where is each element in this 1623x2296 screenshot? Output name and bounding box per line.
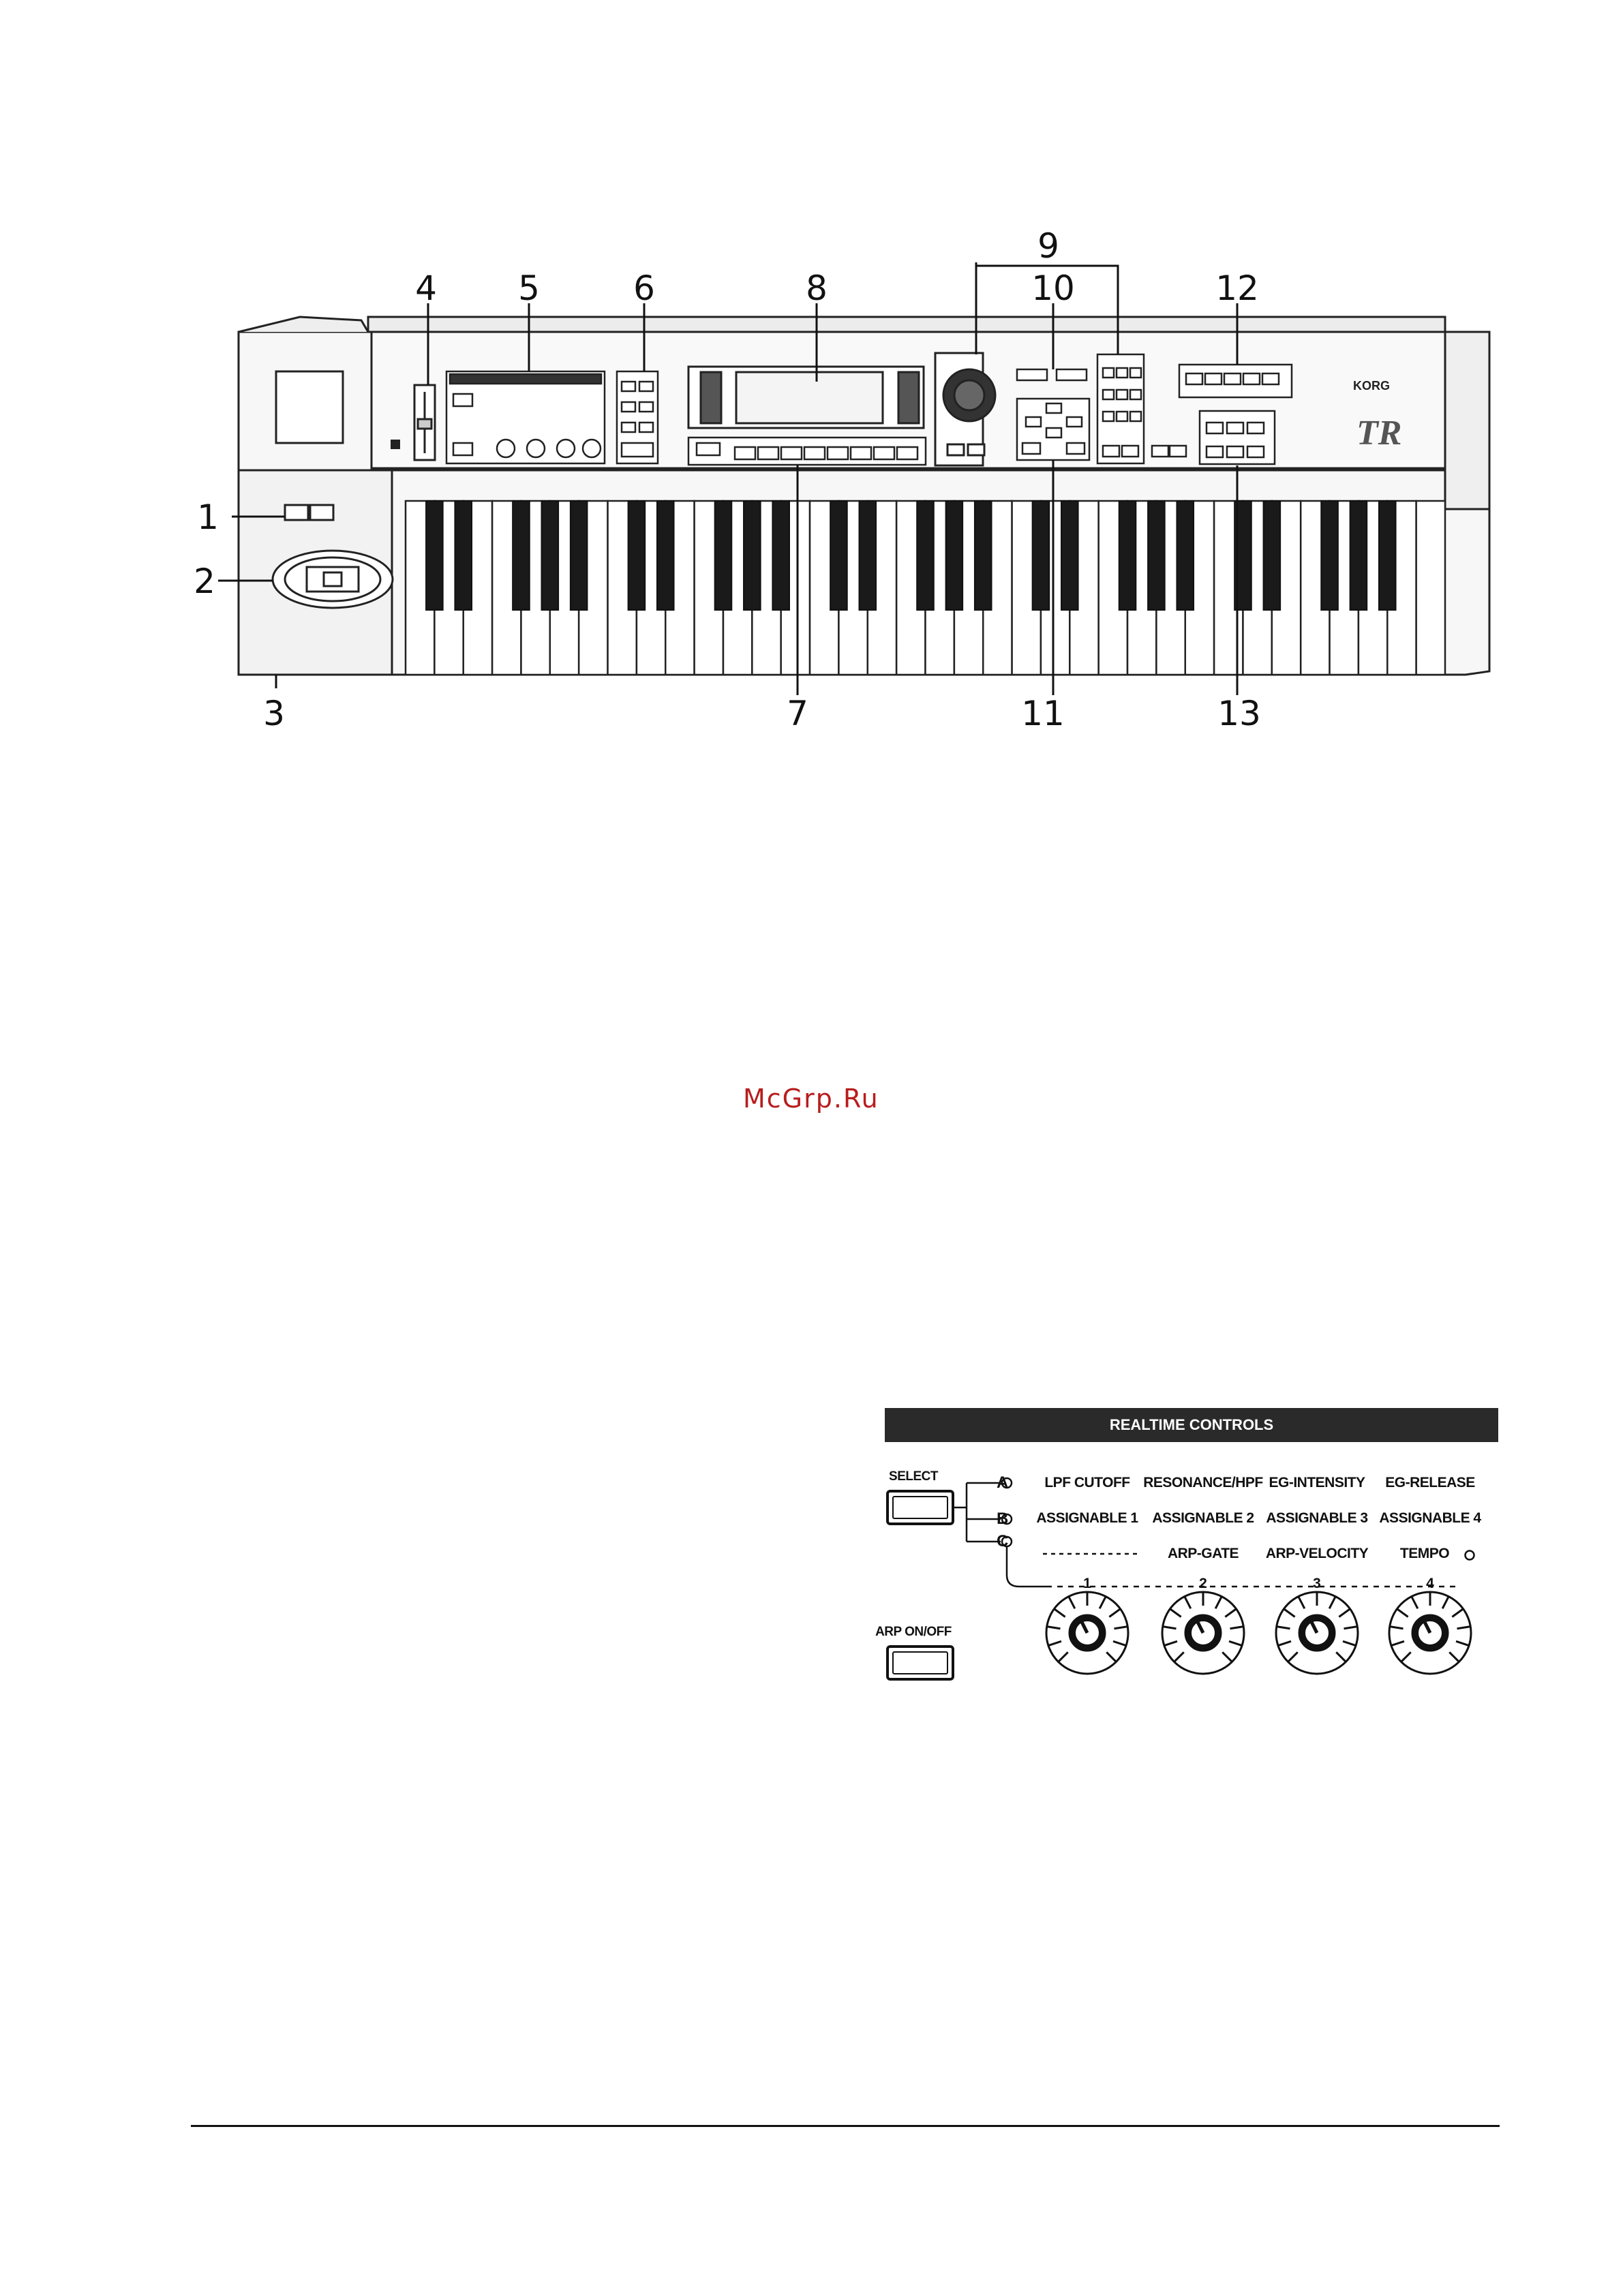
black-key <box>1033 501 1050 610</box>
black-key <box>1119 501 1136 610</box>
callout-13: 13 <box>1212 697 1266 731</box>
black-key <box>946 501 963 610</box>
black-key <box>513 501 530 610</box>
mode-buttons <box>617 371 658 463</box>
label-a1: LPF CUTOFF <box>1022 1475 1152 1491</box>
white-key <box>1416 501 1445 675</box>
track-buttons <box>688 438 926 465</box>
bank-buttons <box>1179 365 1292 397</box>
black-key <box>542 501 559 610</box>
black-key <box>1061 501 1078 610</box>
black-key <box>830 501 847 610</box>
label-b2: ASSIGNABLE 2 <box>1138 1510 1268 1527</box>
footer-rule <box>191 2125 1500 2127</box>
black-key <box>571 501 588 610</box>
model-logo: TR <box>1356 414 1401 453</box>
joystick <box>273 551 393 608</box>
realtime-panel-small <box>446 371 605 463</box>
octave-buttons <box>285 505 333 520</box>
callout-3: 3 <box>247 697 301 731</box>
black-key <box>744 501 761 610</box>
sequencer-buttons <box>1200 411 1275 464</box>
watermark: McGrp.Ru <box>743 1084 879 1114</box>
callout-7: 7 <box>770 697 825 731</box>
black-key <box>859 501 876 610</box>
label-a3: EG-INTENSITY <box>1252 1475 1382 1491</box>
black-key <box>1321 501 1338 610</box>
knob-number-1: 1 <box>1077 1576 1097 1592</box>
callout-1: 1 <box>181 500 235 534</box>
callout-4: 4 <box>399 271 453 305</box>
callout-5: 5 <box>502 271 556 305</box>
callout-12: 12 <box>1210 271 1264 305</box>
label-c2: ARP-GATE <box>1138 1546 1268 1562</box>
volume-slider <box>414 385 435 460</box>
row-c-letter: C <box>997 1532 1008 1551</box>
callout-11: 11 <box>1016 697 1070 731</box>
callout-6: 6 <box>617 271 671 305</box>
black-key <box>1177 501 1194 610</box>
brand-logo: KORG <box>1353 379 1390 393</box>
callout-8: 8 <box>789 271 844 305</box>
black-key <box>628 501 646 610</box>
black-key <box>1350 501 1367 610</box>
knob-number-4: 4 <box>1420 1576 1440 1592</box>
tempo-led-icon <box>1463 1548 1476 1562</box>
knob-number-3: 3 <box>1307 1576 1327 1592</box>
label-a2: RESONANCE/HPF <box>1138 1475 1268 1491</box>
black-key <box>455 501 472 610</box>
callout-10: 10 <box>1026 271 1080 305</box>
black-key <box>715 501 732 610</box>
label-b4: ASSIGNABLE 4 <box>1365 1510 1495 1527</box>
black-key <box>1379 501 1396 610</box>
power-indicator <box>391 440 400 449</box>
callout-9: 9 <box>1021 229 1076 263</box>
realtime-controls-diagram: REALTIME CONTROLS SELECT ARP ON/OFF A B … <box>879 1408 1500 1694</box>
black-key <box>657 501 674 610</box>
black-key <box>426 501 443 610</box>
label-b3: ASSIGNABLE 3 <box>1252 1510 1382 1527</box>
black-key <box>1264 501 1281 610</box>
lcd-display <box>688 367 924 428</box>
row-a-letter: A <box>997 1473 1008 1493</box>
knob-number-2: 2 <box>1193 1576 1213 1592</box>
label-a4: EG-RELEASE <box>1365 1475 1495 1491</box>
black-key <box>975 501 992 610</box>
black-key <box>772 501 789 610</box>
row-b-letter: B <box>997 1510 1008 1529</box>
label-b1: ASSIGNABLE 1 <box>1022 1510 1152 1527</box>
black-key <box>917 501 934 610</box>
callout-2: 2 <box>177 564 232 598</box>
black-key <box>1148 501 1165 610</box>
